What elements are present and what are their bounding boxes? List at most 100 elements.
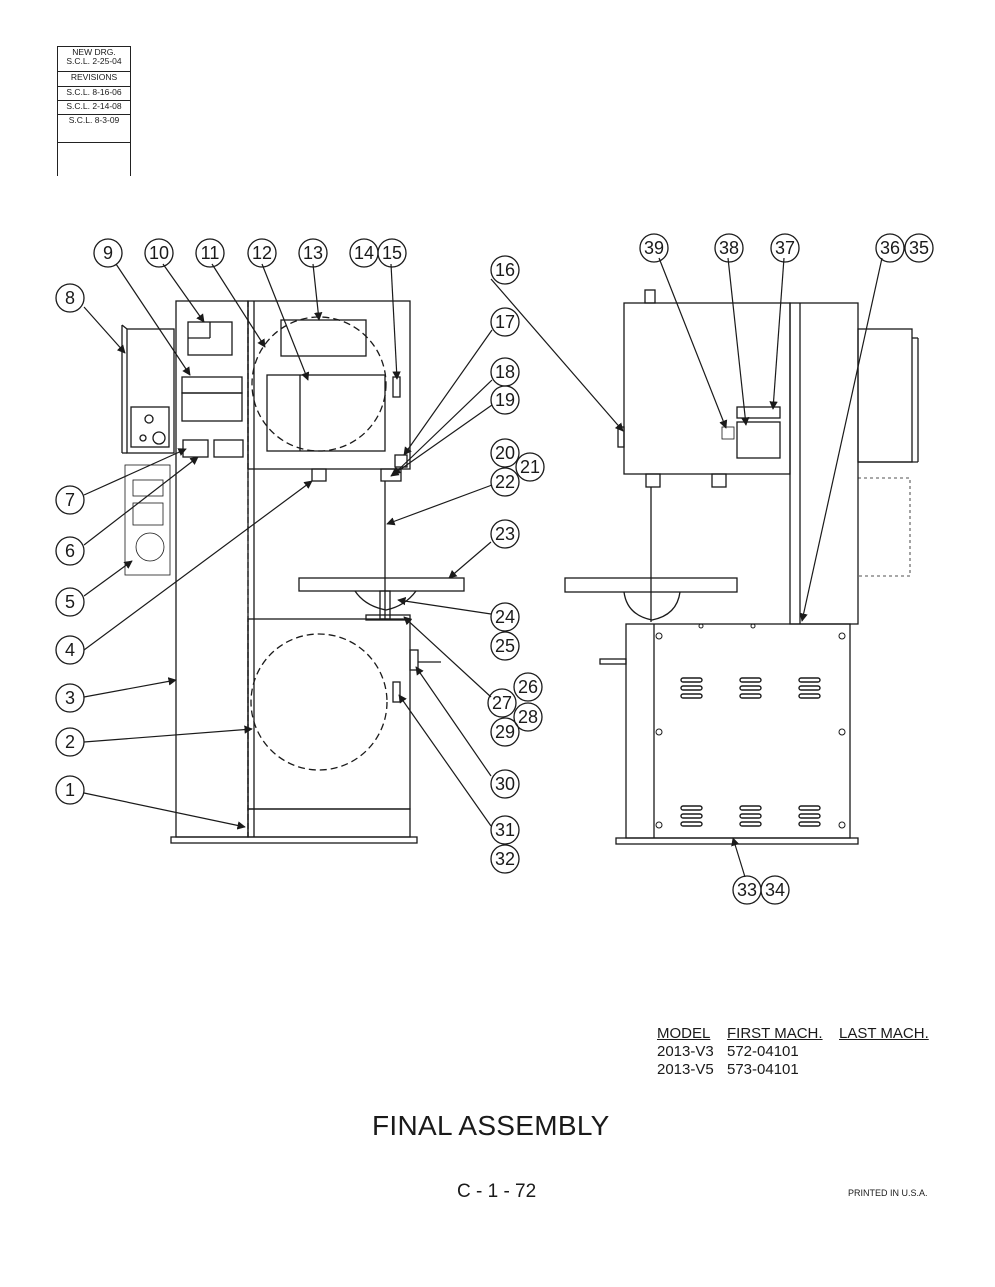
callout-number: 25	[495, 636, 515, 656]
callout-balloon	[490, 769, 520, 799]
electrical-box	[126, 328, 175, 454]
callout-number: 35	[909, 238, 929, 258]
cabinet-vents	[680, 677, 821, 827]
callout-balloon	[377, 238, 407, 268]
callout-number: 2	[65, 732, 75, 752]
callout-number: 4	[65, 640, 75, 660]
callout-balloon	[904, 233, 934, 263]
callout-balloon	[490, 844, 520, 874]
callout-balloon	[490, 438, 520, 468]
page-number: C - 1 - 72	[457, 1181, 537, 1202]
callout-balloon	[55, 283, 85, 313]
callout-balloon	[490, 519, 520, 549]
callout-balloon	[513, 702, 543, 732]
callout-balloon	[490, 467, 520, 497]
callout-number: 20	[495, 443, 515, 463]
callout-number: 26	[518, 677, 538, 697]
callout-balloon	[490, 255, 520, 285]
wiring-plate	[124, 464, 171, 576]
callout-number: 32	[495, 849, 515, 869]
callout-number: 16	[495, 260, 515, 280]
model-cell: 2013-V3	[657, 1043, 714, 1060]
callout-balloon	[490, 815, 520, 845]
model-cell: 2013-V5	[657, 1061, 714, 1078]
page-title: FINAL ASSEMBLY	[372, 1110, 610, 1141]
callout-number: 12	[252, 243, 272, 263]
callout-balloon	[55, 485, 85, 515]
side-upper-housing	[623, 302, 791, 475]
callout-balloon	[875, 233, 905, 263]
callout-number: 6	[65, 541, 75, 561]
callout-balloon	[490, 717, 520, 747]
printed-note: PRINTED IN U.S.A.	[848, 1188, 928, 1198]
callout-number: 15	[382, 243, 402, 263]
model-table-header: MODEL FIRST MACH. LAST MACH.	[657, 1025, 929, 1043]
callout-number: 10	[149, 243, 169, 263]
callout-balloon	[93, 238, 123, 268]
callout-balloon	[639, 233, 669, 263]
worktable	[298, 577, 465, 592]
base	[247, 808, 411, 838]
callout-number: 23	[495, 524, 515, 544]
callout-number: 21	[520, 457, 540, 477]
new-drawing-date: S.C.L. 2-25-04	[66, 56, 122, 66]
callout-number: 34	[765, 880, 785, 900]
first-mach-cell: 573-04101	[727, 1061, 799, 1078]
callout-number: 13	[303, 243, 323, 263]
callout-number: 24	[495, 607, 515, 627]
callout-balloon	[298, 238, 328, 268]
callout-number: 38	[719, 238, 739, 258]
callout-number: 11	[201, 243, 220, 263]
revision-block: NEW DRG. S.C.L. 2-25-04 REVISIONS S.C.L.…	[57, 46, 131, 176]
callout-balloon	[55, 587, 85, 617]
callout-number: 1	[65, 780, 75, 800]
callout-balloon	[55, 635, 85, 665]
column	[175, 300, 249, 838]
callout-number: 31	[495, 820, 515, 840]
upper-label-plate	[266, 374, 386, 452]
callout-number: 36	[880, 238, 900, 258]
callout-number: 3	[65, 688, 75, 708]
callout-number: 28	[518, 707, 538, 727]
callout-balloons	[55, 233, 934, 905]
callout-balloon	[513, 672, 543, 702]
callout-number: 19	[495, 390, 515, 410]
callout-balloon	[490, 631, 520, 661]
model-row: 2013-V5 573-04101	[657, 1061, 929, 1079]
callout-balloon	[247, 238, 277, 268]
last-mach-header: LAST MACH.	[839, 1025, 929, 1042]
callout-balloon	[55, 727, 85, 757]
revision-entry: S.C.L. 8-3-09	[58, 114, 130, 125]
callout-number: 39	[644, 238, 664, 258]
callout-balloon	[490, 307, 520, 337]
first-mach-header: FIRST MACH.	[727, 1025, 823, 1042]
callout-number: 8	[65, 288, 75, 308]
callout-balloon	[55, 683, 85, 713]
front-view	[121, 300, 465, 844]
revisions-header: REVISIONS	[58, 71, 130, 82]
revision-entry: S.C.L. 2-14-08	[58, 100, 130, 111]
callout-number: 7	[65, 490, 75, 510]
callout-number: 5	[65, 592, 75, 612]
callout-balloon	[55, 536, 85, 566]
callout-number: 30	[495, 774, 515, 794]
callout-balloon	[714, 233, 744, 263]
callout-balloon	[144, 238, 174, 268]
lower-wheel	[250, 633, 388, 771]
callout-numbers: 1 2 3 4 5 6 7 8 9 10 11 12 13 14 15 16 1…	[65, 238, 929, 900]
callout-balloon	[770, 233, 800, 263]
callout-number: 33	[737, 880, 757, 900]
model-header: MODEL	[657, 1025, 711, 1042]
side-view	[564, 289, 919, 845]
callout-balloon	[490, 602, 520, 632]
callout-number: 14	[354, 243, 374, 263]
callout-number: 29	[495, 722, 515, 742]
callout-number: 37	[775, 238, 795, 258]
callout-number: 27	[492, 693, 512, 713]
callout-number: 9	[103, 243, 113, 263]
callout-number: 18	[495, 362, 515, 382]
callout-balloon	[760, 875, 790, 905]
callout-balloon	[490, 385, 520, 415]
